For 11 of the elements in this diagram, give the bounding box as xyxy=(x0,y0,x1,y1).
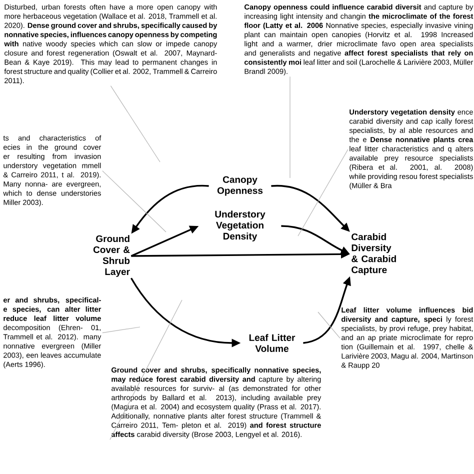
leader-line xyxy=(110,300,182,440)
factor-label: Canopy Openness xyxy=(217,176,263,196)
factor-label: Leaf Litter Volume xyxy=(249,334,296,352)
leader-line xyxy=(102,326,140,334)
factor-label: Ground Cover & Shrub Layer xyxy=(93,235,130,277)
leader-line xyxy=(298,149,348,236)
leader-line xyxy=(102,170,166,232)
leader-line xyxy=(318,312,340,338)
factor-label: Carabid Diversity & Carabid Capture xyxy=(352,233,396,276)
factor-label: Understory Vegetation Density xyxy=(215,210,266,242)
leader-line xyxy=(110,86,160,162)
